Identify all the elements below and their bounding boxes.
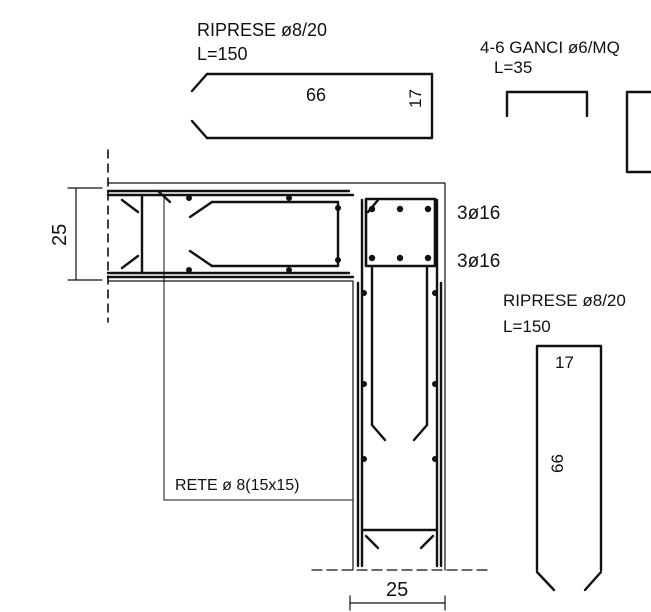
top-bar-title: RIPRESE ø8/20 xyxy=(197,20,327,40)
horizontal-wall-rebars xyxy=(106,189,355,279)
corner-stirrup xyxy=(364,197,437,268)
mesh-label: RETE ø 8(15x15) xyxy=(175,477,299,494)
right-bar-length: L=150 xyxy=(503,317,551,336)
right-bar-hook-2 xyxy=(583,570,603,592)
top-bar-dim-short: 17 xyxy=(406,89,425,108)
lower-bars-label: 3ø16 xyxy=(457,251,500,272)
top-bar-dim-long: 66 xyxy=(306,85,326,105)
inner-vertical-ripresa xyxy=(370,266,429,442)
upper-bars-label: 3ø16 xyxy=(457,203,500,224)
left-dimension-line xyxy=(67,187,103,281)
bottom-dimension-line xyxy=(349,595,446,611)
bottom-dimension-value: 25 xyxy=(386,579,408,601)
hooks-title: 4-6 GANCI ø6/MQ xyxy=(480,38,620,57)
right-bar-hook xyxy=(535,570,556,592)
hook-shape xyxy=(505,90,589,118)
hook-shape-partial xyxy=(625,90,651,174)
top-bar-shape xyxy=(190,72,434,140)
mesh-leader-line xyxy=(163,194,353,501)
right-bar-shape xyxy=(535,344,603,572)
right-bar-dim-short: 17 xyxy=(555,353,574,372)
hooks-length: L=35 xyxy=(494,58,532,77)
left-dimension-value: 25 xyxy=(49,224,71,246)
rebar-dots xyxy=(186,195,438,462)
concrete-outline xyxy=(107,182,489,571)
right-bar-dim-long: 66 xyxy=(548,454,567,473)
right-bar-title: RIPRESE ø8/20 xyxy=(503,291,626,310)
inner-horizontal-ripresa xyxy=(156,189,340,268)
top-bar-length: L=150 xyxy=(197,44,248,64)
